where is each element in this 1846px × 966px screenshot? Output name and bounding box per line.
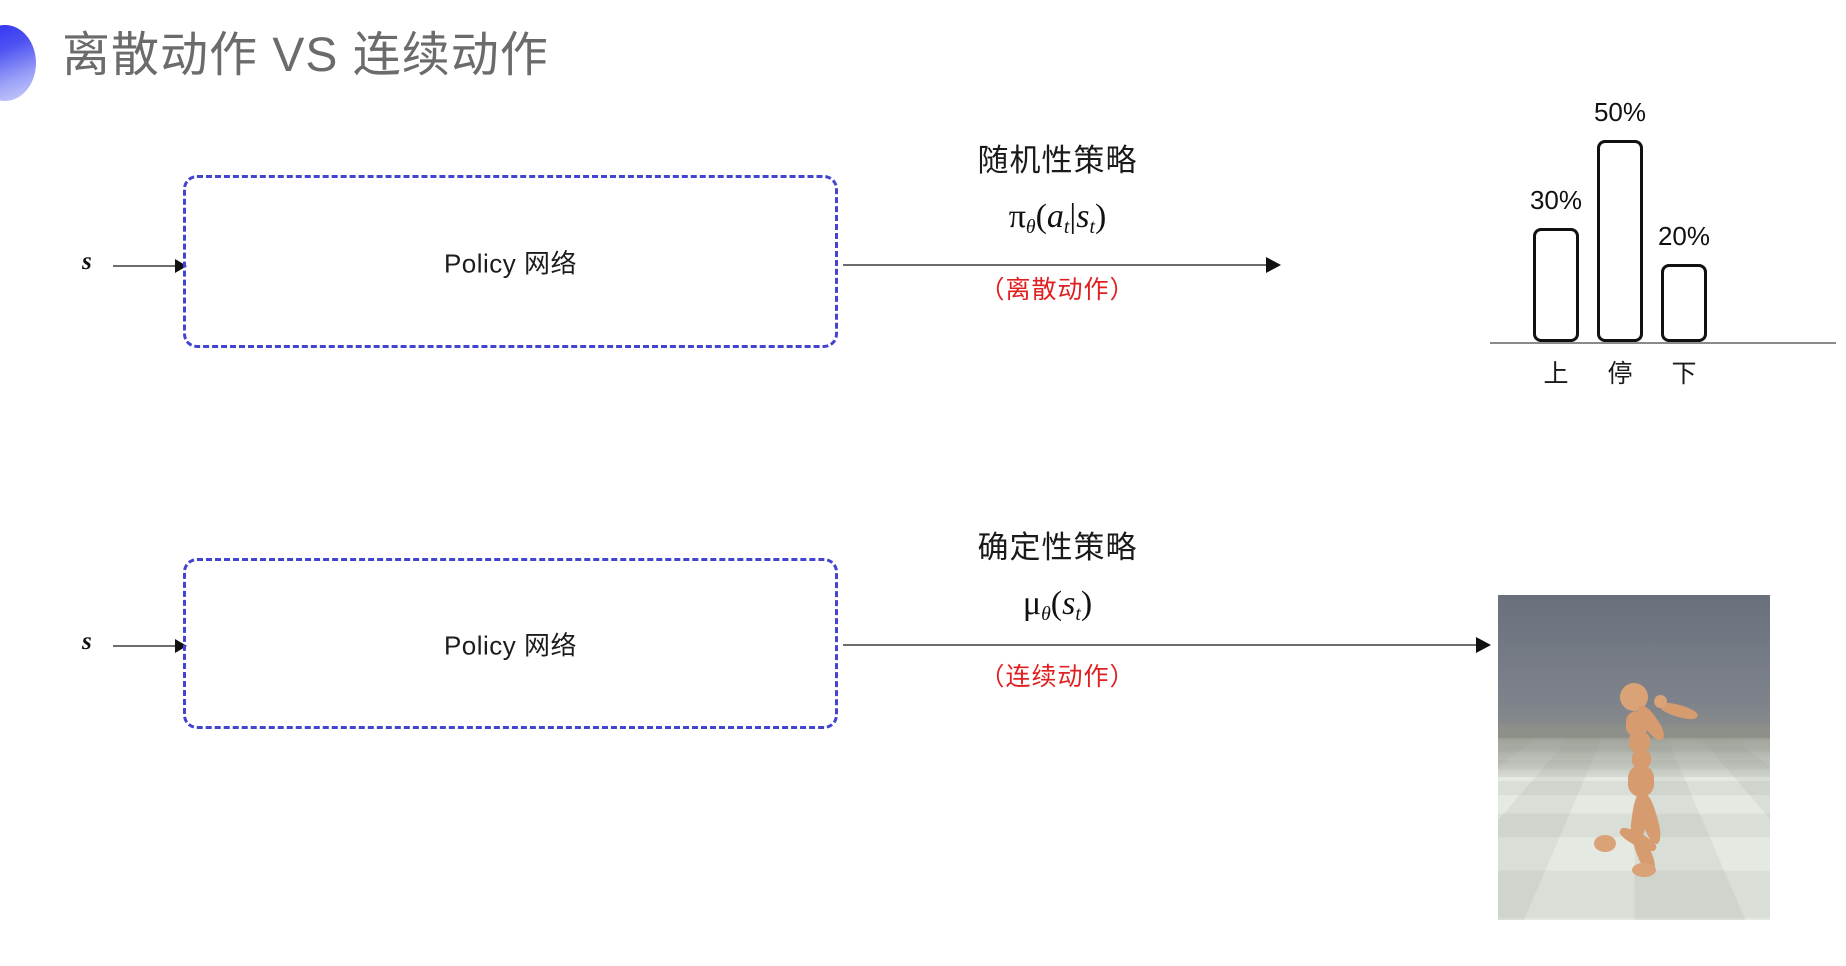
humanoid-torso-mid: [1629, 731, 1650, 753]
annotation-discrete: 随机性策略 πθ(at|st) （离散动作）: [960, 135, 1155, 306]
formula-a: a: [1046, 198, 1064, 235]
bar-category-2: 下: [1671, 360, 1697, 388]
formula-pi: π: [1008, 198, 1026, 235]
humanoid-hand: [1654, 695, 1667, 708]
annotation-formula-discrete: πθ(at|st): [960, 198, 1155, 239]
bar-category-0: 上: [1543, 360, 1569, 388]
humanoid-foot-back: [1594, 835, 1616, 852]
page-title: 离散动作 VS 连续动作: [62, 29, 549, 82]
humanoid-foot-front: [1632, 863, 1656, 877]
bar-rect-1: [1597, 140, 1643, 342]
annotation-title-discrete: 随机性策略: [977, 143, 1138, 178]
annotation-note-continuous: （连续动作）: [979, 663, 1136, 691]
humanoid-torso-lower: [1632, 749, 1651, 769]
annotation-formula-continuous: μθ(st): [960, 585, 1155, 626]
policy-network-box-discrete[interactable]: Policy 网络: [183, 175, 838, 348]
input-state-label-continuous: s: [82, 628, 92, 655]
humanoid-simulation-image: [1498, 595, 1770, 920]
action-probability-bar-chart: 30% 上 50% 停 20% 下: [1490, 96, 1836, 396]
bar-chart-axis: [1490, 342, 1836, 344]
input-arrow-discrete: [113, 265, 185, 267]
annotation-continuous: 确定性策略 μθ(st) （连续动作）: [960, 522, 1155, 693]
annotation-title-continuous: 确定性策略: [977, 530, 1138, 565]
formula-close-paren-2: ): [1080, 585, 1093, 622]
formula-open-paren-2: (: [1050, 585, 1063, 622]
formula-theta-sub-2: θ: [1041, 603, 1051, 626]
policy-network-label-discrete: Policy 网络: [443, 248, 578, 278]
formula-s-sub-t: t: [1089, 216, 1095, 239]
annotation-note-discrete: （离散动作）: [979, 276, 1136, 304]
title-bullet-icon: [0, 25, 36, 101]
bar-rect-0: [1533, 228, 1579, 342]
bar-group-0: 30% 上: [1528, 185, 1584, 388]
formula-close-paren: ): [1094, 198, 1107, 235]
bar-group-1: 50% 停: [1592, 97, 1648, 388]
bar-rect-2: [1661, 264, 1707, 342]
formula-s-sub-t-2: t: [1075, 603, 1081, 626]
bar-value-1: 50%: [1593, 97, 1647, 127]
input-arrow-continuous: [113, 645, 185, 647]
bar-value-0: 30%: [1529, 185, 1583, 215]
bar-value-2: 20%: [1657, 221, 1711, 251]
policy-network-label-continuous: Policy 网络: [443, 630, 578, 660]
formula-mu: μ: [1022, 585, 1042, 622]
policy-network-box-continuous[interactable]: Policy 网络: [183, 558, 838, 729]
formula-open-paren: (: [1035, 198, 1047, 235]
formula-a-sub-t: t: [1063, 216, 1070, 239]
formula-theta-sub: θ: [1025, 216, 1036, 239]
formula-s: s: [1076, 198, 1090, 235]
formula-s-2: s: [1062, 585, 1076, 622]
formula-bar: |: [1069, 198, 1077, 235]
output-arrow-continuous: [843, 644, 1489, 646]
input-state-label-discrete: s: [82, 248, 92, 275]
output-arrow-discrete: [843, 264, 1279, 266]
bar-group-2: 20% 下: [1656, 221, 1712, 388]
humanoid-figure: [1498, 595, 1770, 920]
bar-category-1: 停: [1607, 360, 1633, 388]
